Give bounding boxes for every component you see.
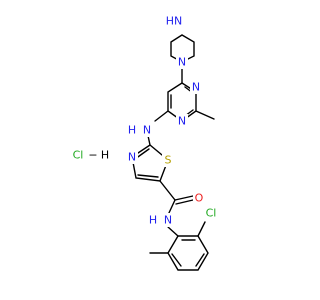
atom-label-pyrimidine-n-b: N (178, 115, 186, 128)
label-backgrounds (126, 14, 219, 227)
atom-label-amine-h: H (128, 124, 136, 137)
bond-lines (131, 34, 215, 271)
molecule-structure: HN N N N H N S N O N H Cl Cl − H (72, 14, 219, 271)
atom-label-piperazine-n: N (178, 56, 186, 69)
atom-label-carbonyl-o: O (195, 192, 204, 205)
atom-label-amide-h: H (149, 214, 157, 227)
salt-hydrogen: H (101, 149, 109, 162)
atom-label-thiazole-n: N (128, 151, 136, 164)
salt-bond-dash: − (88, 149, 97, 162)
atom-label-piperazine-nh: HN (166, 15, 183, 28)
atom-label-thiazole-s: S (165, 154, 172, 167)
atom-label-pyrimidine-n-a: N (192, 81, 200, 94)
atom-label-amide-n: N (164, 214, 172, 227)
atom-label-amine-n: N (143, 124, 151, 137)
atom-label-aryl-cl: Cl (206, 207, 217, 220)
atom-labels: HN N N N H N S N O N H Cl (128, 15, 217, 227)
salt-chlorine: Cl (73, 149, 84, 162)
hydrochloride-salt-label: Cl − H (73, 149, 110, 162)
